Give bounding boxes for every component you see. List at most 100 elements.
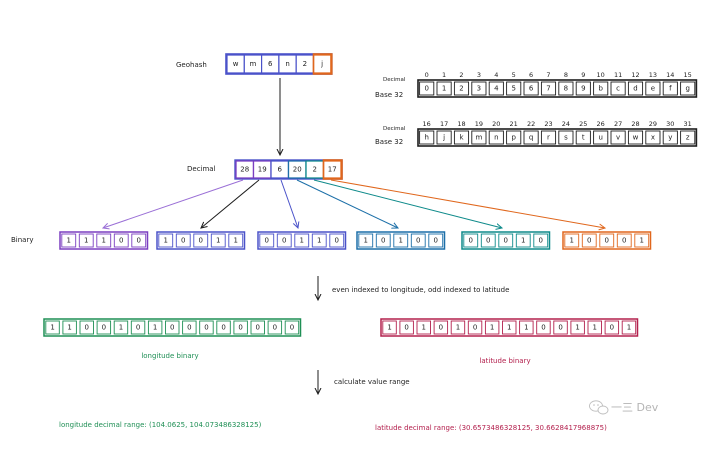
binary-bit: 1 xyxy=(364,237,368,245)
bit-cell: 0 xyxy=(204,324,208,332)
bit-cell: 0 xyxy=(170,324,174,332)
decimal-index: 3 xyxy=(477,71,481,79)
decimal-index: 5 xyxy=(512,71,516,79)
binary-bit: 0 xyxy=(622,237,626,245)
geohash-cell-text: m xyxy=(250,60,257,68)
base32-char: k xyxy=(459,134,464,142)
decimal-index-label-2: Decimal xyxy=(383,126,406,132)
binary-bit: 0 xyxy=(181,237,185,245)
decimal-index: 1 xyxy=(442,71,446,79)
decimal-index: 29 xyxy=(649,120,657,128)
arrow-to-binary-6 xyxy=(330,179,605,228)
arrow-to-binary-4 xyxy=(296,179,398,228)
decimal-index: 12 xyxy=(631,71,639,79)
binary-bit: 1 xyxy=(67,237,71,245)
geohash-cell-text: n xyxy=(285,60,289,68)
bit-cell: 0 xyxy=(273,324,277,332)
geohash-cell-text: 6 xyxy=(268,60,273,68)
geohash-cell-text: j xyxy=(320,60,323,68)
decimal-cell: 20 xyxy=(287,160,307,179)
geohash-cell: w xyxy=(226,54,245,74)
decimal-cell-text: 28 xyxy=(240,166,249,174)
decimal-index: 8 xyxy=(564,71,568,79)
longitude-range-text: longitude decimal range: (104.0625, 104.… xyxy=(59,421,262,429)
base32-char: m xyxy=(475,134,482,142)
decimal-index: 6 xyxy=(529,71,533,79)
bit-cell: 0 xyxy=(610,324,614,332)
binary-bit: 0 xyxy=(381,237,385,245)
binary-bit: 0 xyxy=(199,237,203,245)
base32-char: s xyxy=(564,134,568,142)
base32-char: 4 xyxy=(494,85,499,93)
base32-char: b xyxy=(598,85,603,93)
binary-bit: 1 xyxy=(570,237,574,245)
binary-bit: 0 xyxy=(335,237,339,245)
decimal-cell: 6 xyxy=(270,160,290,179)
binary-bit: 0 xyxy=(469,237,473,245)
step2-text: calculate value range xyxy=(334,378,410,386)
decimal-cell-text: 19 xyxy=(258,166,267,174)
base32-char: v xyxy=(616,134,620,142)
bit-cell: 1 xyxy=(627,324,631,332)
binary-bit: 1 xyxy=(640,237,644,245)
decimal-cell: 19 xyxy=(252,160,272,179)
decimal-index: 20 xyxy=(492,120,500,128)
bit-cell: 0 xyxy=(404,324,408,332)
geohash-cell: 6 xyxy=(261,54,280,74)
bit-cell: 0 xyxy=(187,324,191,332)
bit-cell: 1 xyxy=(593,324,597,332)
base32-char: y xyxy=(668,134,672,142)
geohash-cell: n xyxy=(278,54,297,74)
binary-bit: 1 xyxy=(234,237,238,245)
base32-char: g xyxy=(685,85,689,93)
bit-cell: 1 xyxy=(456,324,460,332)
binary-bit: 1 xyxy=(102,237,106,245)
base32-char: d xyxy=(633,85,637,93)
decimal-cell: 28 xyxy=(235,160,255,179)
base32-char: 5 xyxy=(511,85,515,93)
bit-cell: 0 xyxy=(558,324,562,332)
decimal-index: 17 xyxy=(440,120,448,128)
binary-bit: 1 xyxy=(521,237,525,245)
decimal-index: 26 xyxy=(597,120,605,128)
bit-cell: 0 xyxy=(85,324,89,332)
base32-char: 7 xyxy=(546,85,550,93)
step1-text: even indexed to longitude, odd indexed t… xyxy=(332,286,509,294)
base32-char: z xyxy=(686,134,690,142)
decimal-cell-text: 2 xyxy=(313,166,317,174)
geohash-cell: m xyxy=(243,54,263,74)
decimal-index: 2 xyxy=(459,71,463,79)
decimal-index: 18 xyxy=(457,120,465,128)
bit-cell: 1 xyxy=(119,324,123,332)
decimal-index: 21 xyxy=(510,120,518,128)
binary-bit: 1 xyxy=(317,237,321,245)
base32-char: 3 xyxy=(477,85,481,93)
decimal-index: 23 xyxy=(544,120,552,128)
bit-cell: 0 xyxy=(238,324,242,332)
arrow-to-binary-2 xyxy=(201,179,260,228)
base32-char: 0 xyxy=(424,85,428,93)
decimal-index: 30 xyxy=(666,120,674,128)
binary-bit: 1 xyxy=(84,237,88,245)
decimal-index: 0 xyxy=(425,71,429,79)
bit-cell: 0 xyxy=(256,324,260,332)
geohash-cell-text: w xyxy=(233,60,239,68)
bit-cell: 0 xyxy=(541,324,545,332)
decimal-index: 4 xyxy=(494,71,498,79)
base32-char: x xyxy=(651,134,655,142)
watermark: 一三 Dev xyxy=(589,400,659,415)
base32-label-2: Base 32 xyxy=(375,138,403,146)
latitude-binary-caption: latitude binary xyxy=(479,357,530,365)
decimal-index: 13 xyxy=(649,71,657,79)
base32-char: e xyxy=(651,85,655,93)
base32-char: 6 xyxy=(529,85,534,93)
bit-cell: 0 xyxy=(136,324,140,332)
decimal-index: 15 xyxy=(684,71,692,79)
base32-char: 1 xyxy=(442,85,446,93)
